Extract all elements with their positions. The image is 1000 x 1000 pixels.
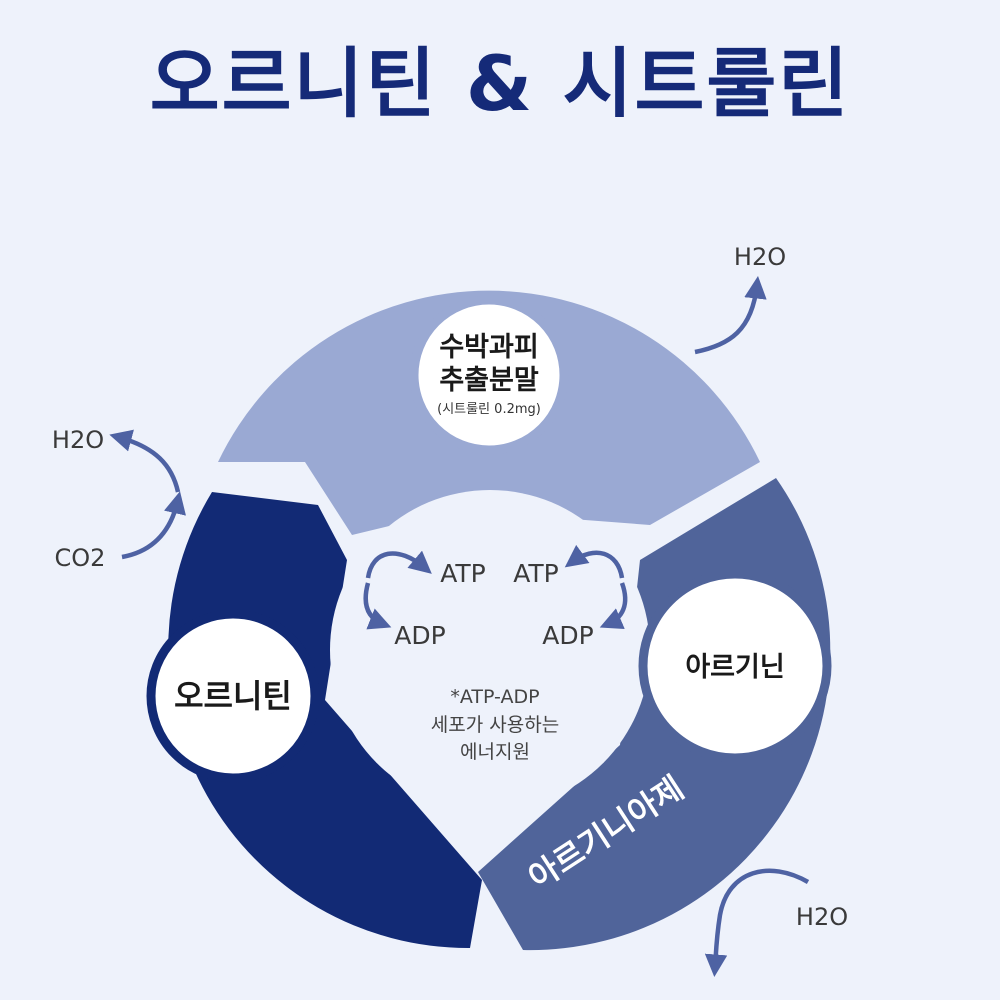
co2-left-arrow [121, 491, 186, 560]
center-note-line3: 에너지원 [460, 741, 530, 763]
page-title: 오르니틴 & 시트룰린 [149, 39, 851, 128]
node-arginine [638, 569, 832, 763]
adp-left-label: ADP [394, 621, 445, 650]
h2o-top-arrow [694, 276, 767, 355]
center-note-line2: 세포가 사용하는 [431, 714, 559, 736]
h2o-bottom-label: H2O [796, 903, 848, 931]
atp-right-arrow-bottom [599, 582, 628, 630]
ring-segment-ornithine [168, 492, 482, 949]
atp-right-arrow-top [564, 544, 625, 579]
atp-left-arrow-bottom [363, 582, 392, 630]
atp-left-arrow-top [365, 550, 432, 579]
ornithine-label: 오르니틴 [174, 677, 292, 715]
citrulline-label-line2: 추출분말 [439, 365, 539, 396]
h2o-bottom-arrow [704, 868, 810, 977]
h2o-top-label: H2O [734, 243, 786, 271]
arginine-label: 아르기닌 [685, 652, 784, 683]
node-citrulline [409, 295, 569, 455]
citrulline-amount: (시트룰린 0.2mg) [437, 402, 541, 417]
h2o-left-label: H2O [52, 426, 104, 454]
citrulline-label-line1: 수박과피 [439, 332, 538, 363]
h2o-left-arrow [109, 429, 181, 493]
center-note-line1: *ATP-ADP [450, 686, 539, 708]
co2-left-label: CO2 [55, 544, 106, 572]
adp-right-label: ADP [542, 621, 593, 650]
atp-right-label: ATP [513, 559, 559, 588]
atp-left-label: ATP [440, 559, 486, 588]
node-ornithine [146, 609, 320, 783]
